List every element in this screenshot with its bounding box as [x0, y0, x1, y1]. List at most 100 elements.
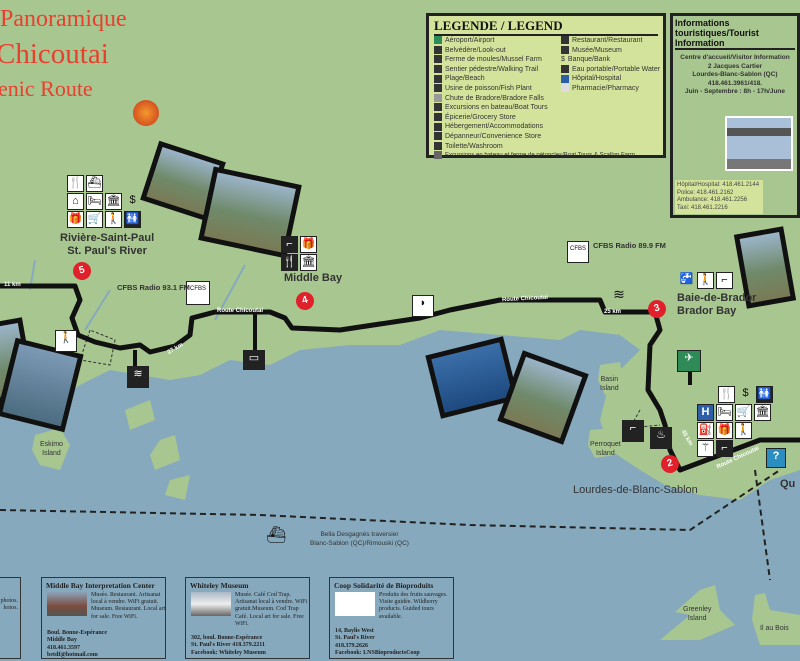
water-tap-icon: 🚰: [679, 273, 694, 285]
fish-plant-icon: [434, 84, 442, 93]
text-label: hotos.: [3, 605, 18, 611]
mussel-icon: [434, 55, 442, 64]
text-label: Coop Solidarité de Bioproduits: [334, 581, 434, 590]
washroom-icon: [434, 141, 442, 150]
store-icon: [434, 132, 442, 141]
mussel-icon: ◗: [412, 295, 434, 317]
info-heading: Informations touristiques/Tourist Inform…: [675, 18, 795, 50]
legend-item: Usine de poisson/Fish Plant: [434, 84, 635, 94]
text-label: Middle Bay: [47, 637, 77, 644]
text-label: Eskimo: [40, 441, 63, 448]
eskimo-island: [32, 428, 70, 470]
distance-label: 11 km: [4, 282, 21, 288]
text-label: 418.461.3597: [47, 644, 80, 651]
island: [125, 400, 155, 430]
text-label: Hébergement/Accommodations: [445, 123, 544, 131]
text-label: Eau portable/Portable Water: [572, 65, 661, 73]
text-label: St. Paul's River 418.379.2211: [191, 642, 265, 649]
coop-logo: [335, 592, 375, 616]
text-label: Dépanneur/Convenience Store: [445, 132, 542, 140]
text-label: Island: [42, 450, 61, 457]
amenity-icon: 🎁: [67, 211, 84, 228]
amenity-icon: ⌐: [622, 420, 644, 442]
text-label: Restaurant/Restaurant: [572, 37, 643, 44]
legend-item: Chute de Bradore/Bradore Falls: [434, 93, 635, 104]
cart-icon: [434, 112, 442, 121]
amenity-icon: 🛏: [86, 193, 103, 210]
legend-item: Excursions en bateau et ferme de pétoncl…: [434, 151, 635, 161]
text-label: Island: [600, 385, 619, 392]
legend-item: Dépanneur/Convenience Store: [434, 132, 635, 142]
legend-item: Toilette/Washroom: [434, 141, 635, 152]
amenity-icon: 🚻: [124, 211, 141, 228]
amenity-icon: 🏛: [754, 404, 771, 421]
legend-item: Aéroport/Airport: [434, 36, 635, 46]
text-label: Ambulance: 418.461.2256: [677, 197, 748, 203]
legend-item: Ferme de moules/Mussel Farm: [434, 55, 635, 65]
amenity-icon: ⌐: [716, 272, 733, 289]
tourist-info-panel: Informations touristiques/Tourist Inform…: [670, 13, 800, 218]
title-line3: enic Route: [0, 76, 93, 101]
radio-label: CFBS Radio 89.9 FM: [593, 241, 666, 250]
legend-left-column: Aéroport/Airport Belvédère/Look-out Ferm…: [434, 36, 635, 161]
text-label: Rivière-Saint-Paul: [60, 232, 155, 244]
amenity-icon: ⛽: [697, 422, 714, 439]
text-label: Taxi: 418.461.2216: [677, 204, 728, 211]
basin-island: [598, 362, 625, 395]
text-label: Facebook: LNSBioproductsCoop: [335, 649, 420, 656]
radio-logo-icon: CFBS: [567, 241, 589, 263]
road-label: Route Chicoutai: [217, 308, 263, 314]
greenley-island: [660, 585, 735, 640]
route-chicoutai: [0, 283, 800, 473]
text-label: Hôpital/Hospital: 418.461.2144: [677, 182, 760, 188]
boat-icon: [434, 103, 442, 112]
text-label: Épicerie/Grocery Store: [445, 113, 516, 121]
legend-right-column: Restaurant/Restaurant Musée/Museum $Banq…: [561, 36, 660, 94]
bank-label: Banque/Bank: [567, 56, 610, 64]
text-label: Boul. Bonne-Espérance: [47, 630, 108, 636]
bradore-falls-icon: ≋: [613, 286, 625, 302]
legend-item: Musée/Museum: [561, 45, 660, 56]
amenity-icon: 🛒: [735, 404, 752, 421]
info-box-middle-bay: Middle Bay Interpretation Center Musée. …: [41, 577, 166, 659]
amenity-icon: 🎁: [300, 236, 317, 253]
amenity-icon: 🍴: [718, 386, 735, 403]
falls-icon: [434, 93, 442, 102]
island: [150, 435, 180, 470]
place-middle-bay: Middle Bay: [284, 272, 343, 284]
ferry-icon: ⛴: [266, 527, 287, 544]
airport-icon: [434, 36, 442, 45]
text-label: Brador Bay: [677, 305, 737, 317]
text-label: Blanc-Sablon (QC)/Rimouski (QC): [310, 540, 409, 547]
radio-logo-icon: CFBS: [186, 281, 210, 305]
amenity-icon: ⚚: [697, 440, 714, 457]
text-label: Chute de Bradore/Bradore Falls: [445, 94, 544, 102]
water-tap-icon: [561, 64, 569, 73]
amenity-icon: ⌂: [67, 193, 84, 210]
title-line1: Panoramique: [0, 6, 127, 32]
info-icon[interactable]: ?: [766, 448, 786, 468]
info-line: Lourdes-Blanc-Sablon (QC): [692, 71, 778, 78]
scallop-icon: [434, 151, 442, 160]
text-label: Toilette/Washroom: [445, 142, 503, 150]
island: [165, 475, 190, 500]
restaurant-icon: [561, 36, 569, 45]
amenity-icon: 🎁: [716, 422, 733, 439]
text-label: St. Paul's River: [67, 245, 147, 257]
scallop-icon: ▭: [243, 350, 265, 370]
info-line: 2 Jacques Cartier: [707, 62, 763, 70]
perroquet-island: [588, 428, 615, 458]
info-box-coop: Coop Solidarité de Bioproduits Produits …: [329, 577, 454, 659]
title-line2: Chicoutai: [0, 38, 109, 70]
text-label: Baie-de-Brador: [677, 292, 757, 304]
amenity-icon: 🏛: [105, 193, 122, 210]
info-box-partial: photos.hotos.: [0, 577, 21, 659]
text-label: Police: 418.461.2162: [677, 189, 734, 196]
amenity-icon: ⌐: [716, 440, 733, 457]
